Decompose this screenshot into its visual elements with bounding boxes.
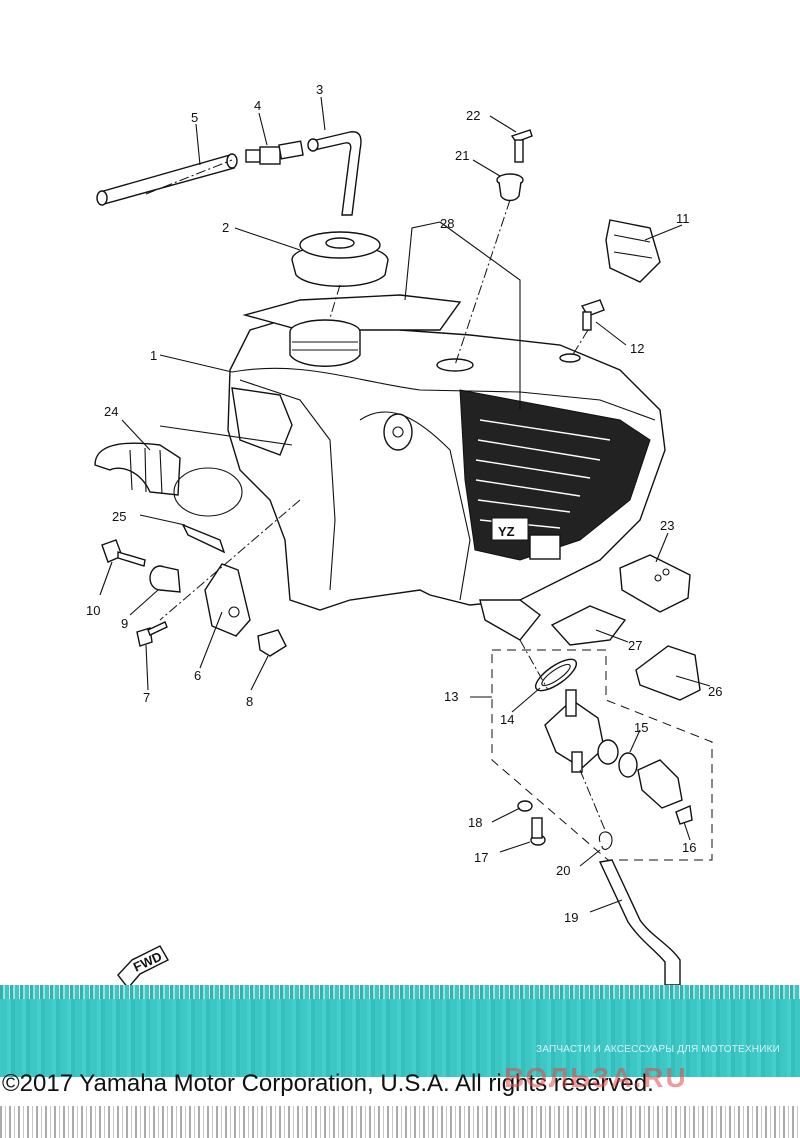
bolt-22 [510, 129, 533, 163]
gasket-14 [534, 658, 578, 692]
tank-decal: YZ [498, 524, 515, 539]
vent-hose [96, 153, 238, 206]
callout-2: 2 [222, 220, 229, 235]
callout-labels: 1 2 3 4 5 6 7 8 9 10 11 12 13 14 15 16 1… [86, 82, 722, 925]
callout-21: 21 [455, 148, 469, 163]
fuel-tank-parts-diagram: YZ [86, 82, 722, 985]
callout-27: 27 [628, 638, 642, 653]
tank-band-24 [94, 442, 181, 496]
collar-21 [496, 173, 524, 202]
bolt-12 [580, 299, 605, 331]
callout-8: 8 [246, 694, 253, 709]
callout-23: 23 [660, 518, 674, 533]
callout-13: 13 [444, 689, 458, 704]
callout-22: 22 [466, 108, 480, 123]
damper-23 [619, 554, 691, 613]
callout-4: 4 [254, 98, 261, 113]
breather-hose [311, 131, 362, 216]
damper-27 [550, 605, 627, 646]
callout-1: 1 [150, 348, 157, 363]
clip-20 [598, 831, 613, 850]
callout-28: 28 [440, 216, 454, 231]
fuel-cap [291, 231, 389, 287]
callout-18: 18 [468, 815, 482, 830]
callout-6: 6 [194, 668, 201, 683]
collar-8 [257, 629, 287, 657]
fuel-hose-19 [598, 859, 681, 985]
hose-joint [245, 140, 304, 165]
callout-25: 25 [112, 509, 126, 524]
copyright-notice: ©2017 Yamaha Motor Corporation, U.S.A. A… [2, 1070, 654, 1097]
washer-18 [517, 800, 533, 812]
callout-15: 15 [634, 720, 648, 735]
lever-16 [637, 759, 693, 825]
brand-logo: ВОЛЬЗА.RU [504, 1062, 688, 1093]
callout-12: 12 [630, 341, 644, 356]
callout-5: 5 [191, 110, 198, 125]
fwd-arrow: FWD [117, 945, 169, 985]
damper-9 [149, 565, 181, 593]
strap-25 [173, 467, 243, 554]
fuel-cock-assembly-box [491, 649, 713, 861]
callout-11: 11 [676, 211, 690, 226]
bolt-10 [101, 539, 146, 567]
callout-10: 10 [86, 603, 100, 618]
callout-24: 24 [104, 404, 118, 419]
bolt-7 [136, 621, 168, 647]
callout-16: 16 [682, 840, 696, 855]
callout-14: 14 [500, 712, 514, 727]
leader-lines [99, 96, 711, 913]
watermark-text: ЗАПЧАСТИ И АКСЕССУАРЫ ДЛЯ МОТОТЕХНИКИ [535, 1044, 780, 1055]
bracket-6 [204, 563, 251, 637]
footer-band [0, 985, 800, 1077]
clip-11 [605, 219, 661, 283]
callout-20: 20 [556, 863, 570, 878]
o-ring-15 [618, 752, 638, 778]
screw-17 [530, 817, 546, 846]
callout-17: 17 [474, 850, 488, 865]
callout-3: 3 [316, 82, 323, 97]
callout-26: 26 [708, 684, 722, 699]
fuel-tank: YZ [227, 294, 666, 641]
fuel-cock-body [544, 689, 619, 773]
callout-9: 9 [121, 616, 128, 631]
footer-band-edge [0, 985, 800, 999]
callout-19: 19 [564, 910, 578, 925]
scan-noise [0, 1106, 800, 1138]
plate-26 [635, 645, 701, 701]
callout-7: 7 [143, 690, 150, 705]
